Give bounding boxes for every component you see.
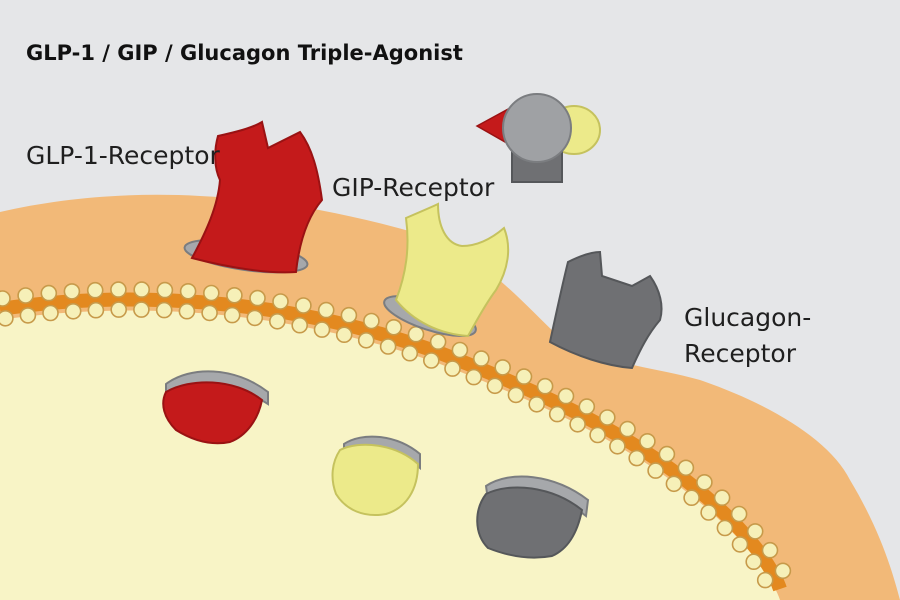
lipid-head [407,325,425,343]
lipid-head [774,562,792,580]
lipid-head [317,301,335,319]
lipid-head [313,321,331,338]
lipid-head [619,420,636,438]
lipid-head [155,301,173,319]
lipid-head [472,350,490,367]
lipid-head [716,519,734,537]
lipid-head [40,284,58,302]
lipid-head [385,318,403,336]
gip-receptor-label: GIP-Receptor [332,173,495,202]
lipid-head [246,309,264,327]
internalized-gip-vesicle [331,435,421,516]
lipid-head [444,360,461,377]
lipid-head [515,368,533,385]
lipid-head [133,301,150,318]
lipid-head [203,284,220,302]
lipid-head [713,489,731,507]
lipid-head [401,344,419,362]
lipid-head [677,459,695,477]
glucagon-receptor-label-line2: Receptor [684,339,797,368]
internalized-glucagon-vesicle [476,475,590,559]
triple-agonist-molecule-icon [475,93,601,183]
lipid-head [87,301,105,319]
lipid-head [226,286,243,304]
glucagon-receptor-label-line1: Glucagon- [684,303,811,332]
lipid-head [357,331,375,349]
lipid-head [700,504,717,521]
lipid-head [249,289,266,307]
lipid-heads [0,281,792,589]
diagram-title: GLP-1 / GIP / Glucagon Triple-Agonist [26,41,463,65]
lipid-head [745,553,763,571]
gip-receptor [394,202,510,338]
lipid-head [465,368,483,386]
lipid-head [110,301,127,318]
lipid-head [647,462,664,479]
lipid-head [429,333,447,351]
lipid-head [548,405,566,423]
lipid-head [340,306,358,324]
lipid-head [557,387,575,405]
lipid-head [178,302,196,320]
lipid-head [507,386,525,404]
lipid-head [42,304,59,322]
lipid-head [683,489,700,507]
lipid-head [179,282,197,300]
lipid-head [665,475,683,493]
glp1-receptor [190,120,324,274]
lipid-head [291,316,309,334]
lipid-head [658,445,676,463]
lipid-head [335,326,353,344]
lipid-head [451,341,469,359]
lipid-head [64,302,82,320]
lipid-head [746,523,764,540]
lipid-head [17,287,34,304]
lipid-head [110,281,127,298]
lipid-head [536,377,554,395]
lipid-head [528,395,546,413]
lipid-head [363,312,380,330]
lipid-head [268,312,286,330]
lipid-head [569,415,586,433]
lipid-head [598,409,616,426]
lipid-head [486,377,504,395]
lipid-head [156,281,174,299]
lipid-head [86,281,104,299]
lipid-head [0,310,14,327]
lipid-head [133,281,150,298]
internalized-glp1-vesicle [162,370,269,445]
glp1-receptor-label: GLP-1-Receptor [26,141,220,170]
lipid-head [494,359,512,376]
lipid-head [761,541,779,559]
lipid-head [639,432,656,450]
lipid-head [696,473,713,491]
lipid-head [422,352,440,369]
lipid-head [295,297,312,314]
lipid-head [756,571,774,589]
lipid-head [730,505,748,523]
lipid-head [0,290,11,307]
lipid-head [223,306,241,324]
lipid-head [379,338,397,355]
glucagon-receptor [548,250,663,370]
lipid-head [731,536,749,553]
lipid-head [63,283,81,300]
lipid-head [19,307,37,324]
lipid-head [578,398,596,415]
lipid-head [628,449,646,467]
lipid-bilayer [0,292,787,592]
lipid-head [201,304,218,322]
lipid-head [609,437,626,455]
lipid-head [272,293,289,310]
lipid-head [589,426,606,444]
